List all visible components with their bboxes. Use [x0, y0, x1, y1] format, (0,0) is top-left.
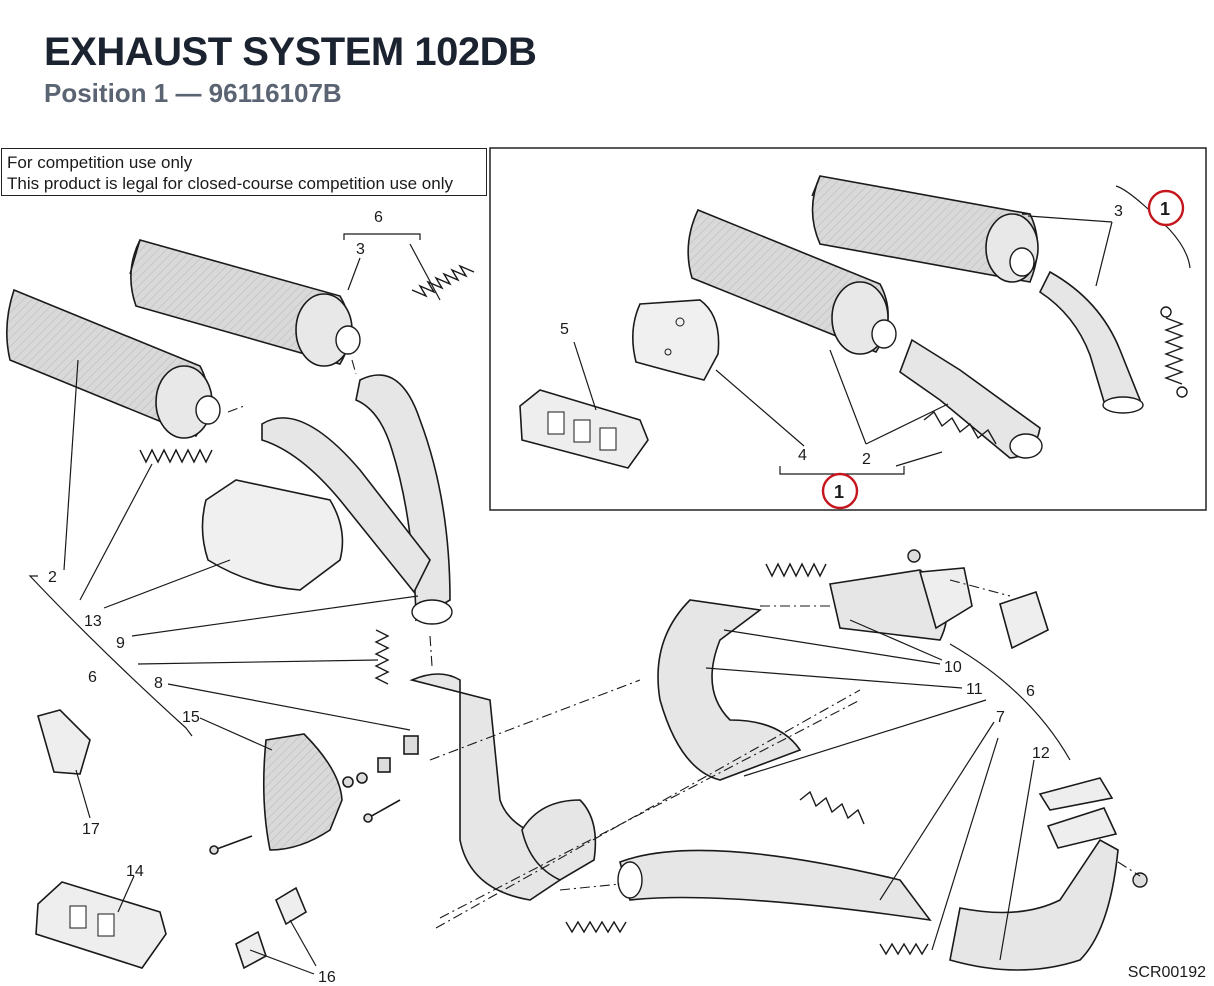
inset-label-5: 5 [560, 321, 569, 338]
rear-header-loop [657, 599, 802, 781]
springs [139, 264, 929, 956]
label-11: 11 [966, 681, 983, 698]
page-title: EXHAUST SYSTEM 102DB [44, 30, 537, 74]
front-header-pipe [409, 673, 561, 901]
clip-16b [274, 886, 308, 926]
label-6-top: 6 [374, 209, 383, 226]
middle-pipe [619, 849, 932, 922]
collector-sleeve [521, 799, 597, 881]
inset-label-2: 2 [862, 451, 871, 468]
inset-muffler-upper [811, 175, 1039, 283]
muffler-upper [129, 239, 361, 367]
nut-icon [907, 549, 921, 563]
label-10: 10 [944, 659, 962, 676]
gasket-front [1038, 777, 1114, 811]
notice-line-1: For competition use only [7, 153, 193, 172]
inset-link-pipe-upper [1038, 270, 1141, 409]
label-6-left: 6 [88, 669, 97, 686]
inset-muffler-lower [687, 208, 897, 355]
assembly-lines [227, 359, 1141, 929]
label-13: 13 [84, 613, 102, 630]
competition-notice: For competition use only This product is… [1, 148, 487, 196]
control-unit-14 [35, 881, 167, 969]
gasket-rear [999, 590, 1049, 650]
inset-heat-shield [632, 299, 720, 381]
svg-text:1: 1 [1160, 199, 1170, 219]
inset-control-unit [519, 389, 649, 469]
link-pipe-lower [261, 417, 431, 594]
bolts [209, 735, 419, 855]
inset-reference-1-top: 1 [1147, 189, 1185, 227]
inset-spring-right [1160, 306, 1188, 398]
nut-icon [1132, 872, 1148, 888]
page-subtitle: Position 1 — 96116107B [44, 78, 342, 108]
inset-reference-1-bottom: 1 [821, 472, 859, 510]
flange-rear [918, 567, 973, 630]
muffler-lower [6, 288, 221, 439]
leader-lines [28, 233, 1071, 975]
inset-panel: 3 5 4 2 1 1 [489, 147, 1207, 511]
inset-label-3: 3 [1114, 203, 1123, 220]
flange-front [1046, 807, 1118, 849]
guard-plate [262, 733, 343, 851]
label-12: 12 [1032, 745, 1050, 762]
label-6-right: 6 [1026, 683, 1035, 700]
front-header-right [949, 838, 1119, 971]
svg-text:1: 1 [834, 482, 844, 502]
inset-label-4: 4 [798, 447, 807, 464]
label-16: 16 [318, 969, 336, 986]
label-15: 15 [182, 709, 200, 726]
label-14: 14 [126, 863, 144, 880]
label-17: 17 [82, 821, 100, 838]
label-7: 7 [996, 709, 1005, 726]
drawing-code: SCR00192 [1127, 964, 1206, 981]
label-8: 8 [154, 675, 163, 692]
heat-shield [201, 479, 344, 591]
label-2: 2 [48, 569, 57, 586]
notice-line-2: This product is legal for closed-course … [7, 174, 453, 193]
inset-spring-lower [923, 410, 997, 445]
label-9: 9 [116, 635, 125, 652]
connector-17 [37, 709, 91, 775]
label-3: 3 [356, 241, 365, 258]
